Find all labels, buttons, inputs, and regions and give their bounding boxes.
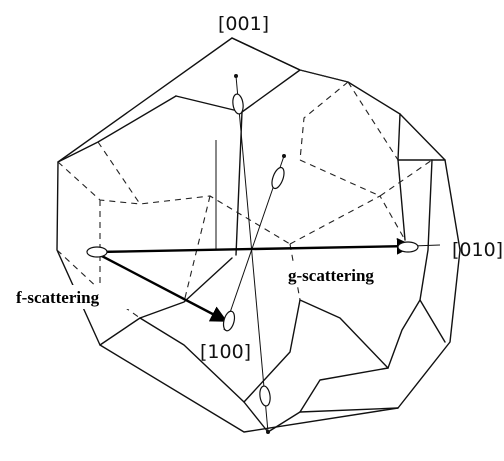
direction-label-001: [001] [218, 13, 269, 35]
f-scattering-label: f-scattering [16, 288, 100, 307]
direction-label-100: [100] [200, 341, 251, 363]
g-scattering-label: g-scattering [288, 266, 374, 285]
direction-label-010: [010] [452, 239, 503, 261]
g-label-bg [283, 263, 395, 287]
f-label-bg [12, 285, 144, 309]
polyhedron-outline [56, 37, 461, 433]
visible-edges [57, 37, 446, 433]
axis-rods [215, 74, 286, 434]
g-scattering-arrow [95, 237, 414, 255]
ellipsoid-pockets [86, 93, 419, 407]
f-scattering-arrow [97, 252, 228, 323]
